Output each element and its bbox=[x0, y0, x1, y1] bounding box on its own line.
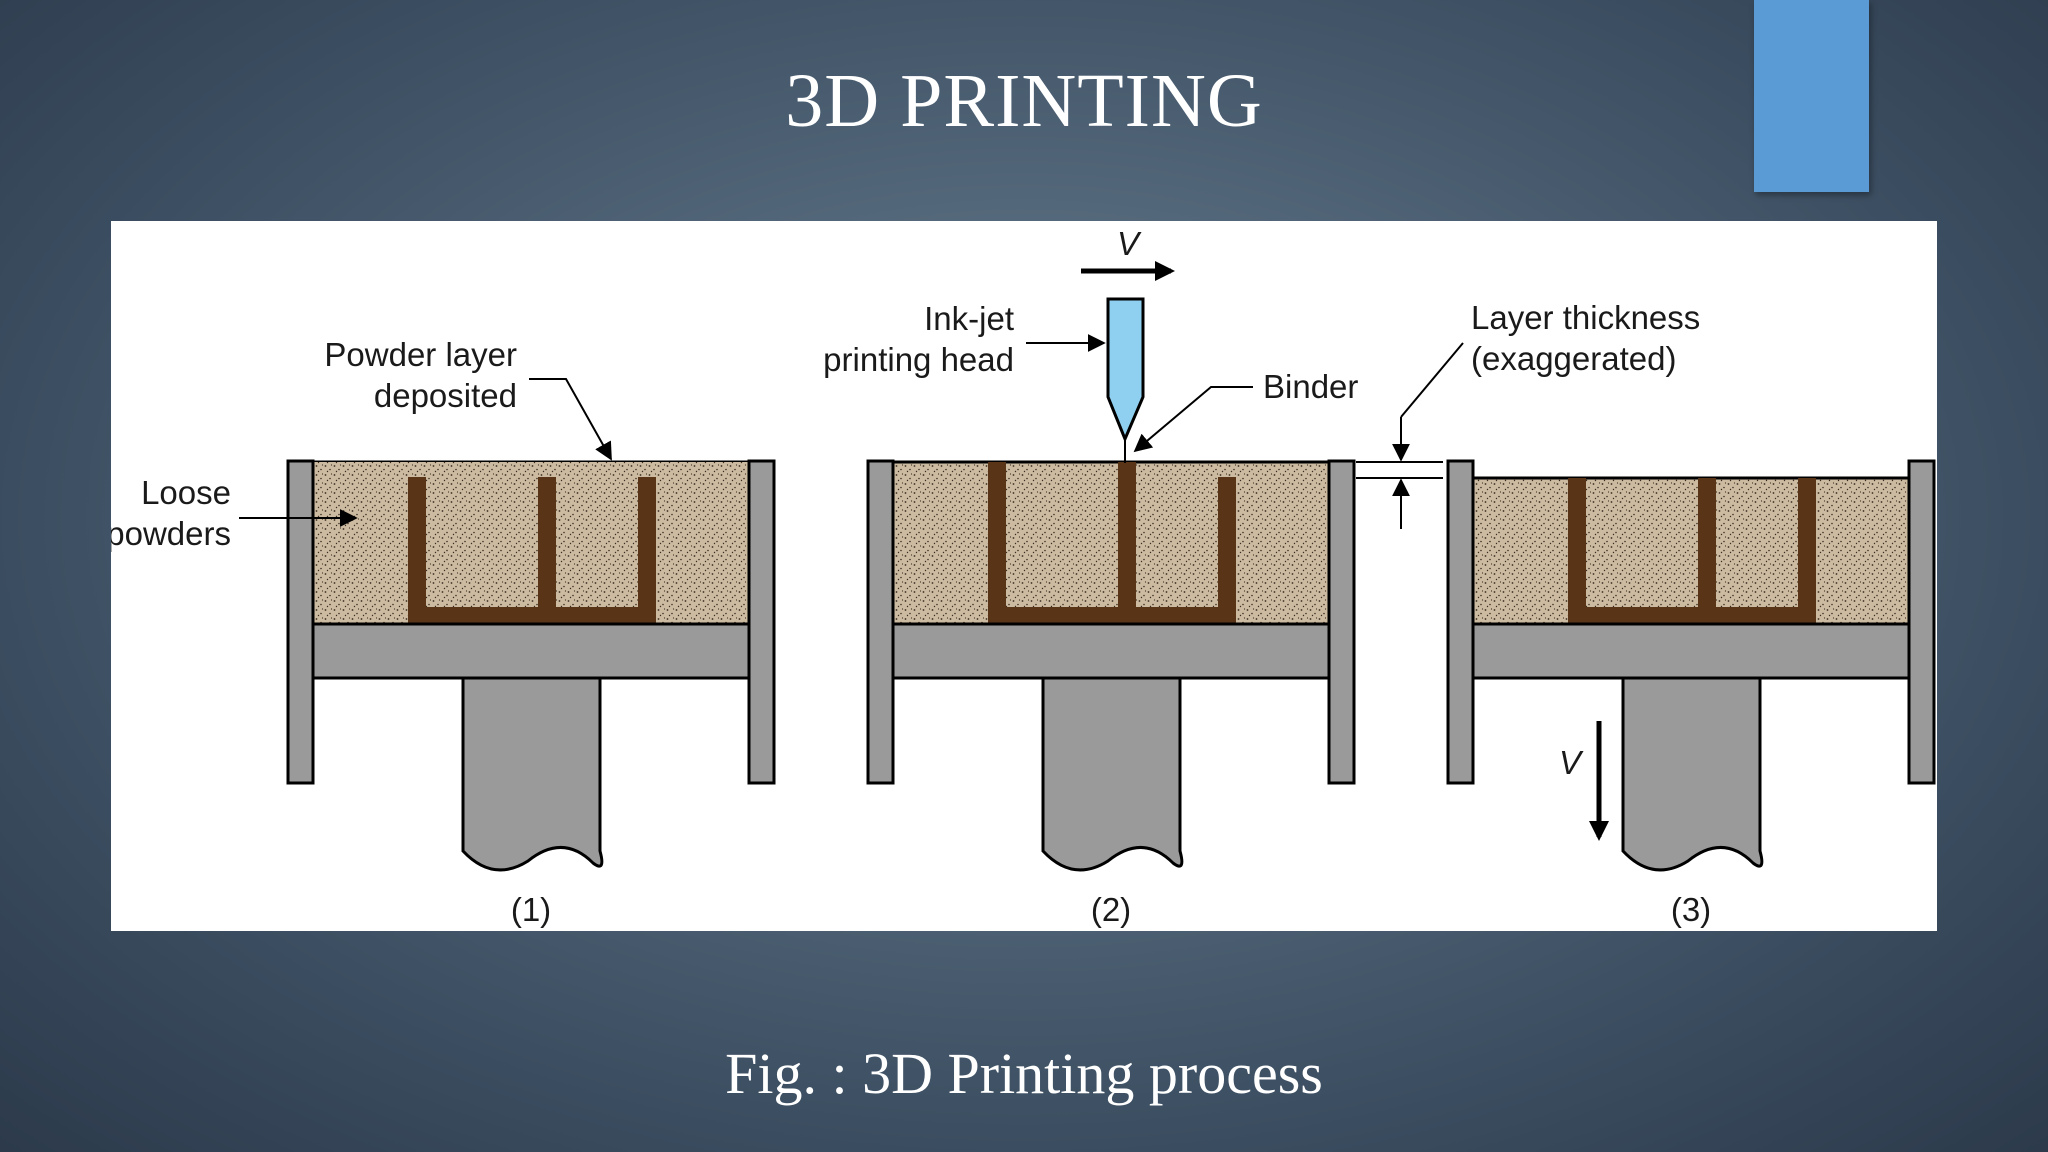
inkjet-print-head bbox=[1106, 297, 1145, 443]
printed-part-2 bbox=[988, 462, 1236, 624]
figure-caption: Fig. : 3D Printing process bbox=[725, 1041, 1323, 1106]
powder-layer-label-line2: deposited bbox=[374, 377, 517, 414]
step-2-label: (2) bbox=[1091, 891, 1131, 928]
layer-thickness-leader bbox=[1400, 342, 1464, 418]
slide-title: 3D PRINTING bbox=[785, 59, 1263, 143]
figure-panel: V Powder layer deposited Loose powders I… bbox=[111, 221, 1937, 931]
velocity-label-down: V bbox=[1559, 744, 1584, 781]
loose-powders-label-line2: powders bbox=[111, 515, 231, 552]
layer-thickness-label-line2: (exaggerated) bbox=[1471, 340, 1676, 377]
printed-part-1 bbox=[408, 477, 656, 624]
step-1-label: (1) bbox=[511, 891, 551, 928]
loose-powders-label-line1: Loose bbox=[141, 474, 231, 511]
stage-2-unit bbox=[866, 459, 1356, 872]
binder-label: Binder bbox=[1263, 368, 1358, 405]
velocity-label-top: V bbox=[1117, 225, 1142, 262]
stage-1-unit bbox=[286, 459, 776, 872]
accent-rectangle bbox=[1754, 0, 1869, 192]
powder-bed-2 bbox=[891, 460, 1331, 626]
powder-layer-leader bbox=[529, 378, 612, 461]
powder-bed-1 bbox=[311, 460, 751, 626]
stage-3-unit bbox=[1446, 459, 1936, 872]
powder-layer-label-line1: Powder layer bbox=[324, 336, 517, 373]
printing-process-diagram: V Powder layer deposited Loose powders I… bbox=[111, 225, 1936, 928]
layer-thickness-label-line1: Layer thickness bbox=[1471, 299, 1700, 336]
inkjet-head-label-line2: printing head bbox=[823, 341, 1014, 378]
inkjet-head-label-line1: Ink-jet bbox=[924, 300, 1014, 337]
binder-leader bbox=[1133, 386, 1253, 453]
printed-part-3 bbox=[1568, 478, 1816, 624]
powder-bed-3 bbox=[1471, 476, 1911, 626]
step-3-label: (3) bbox=[1671, 891, 1711, 928]
